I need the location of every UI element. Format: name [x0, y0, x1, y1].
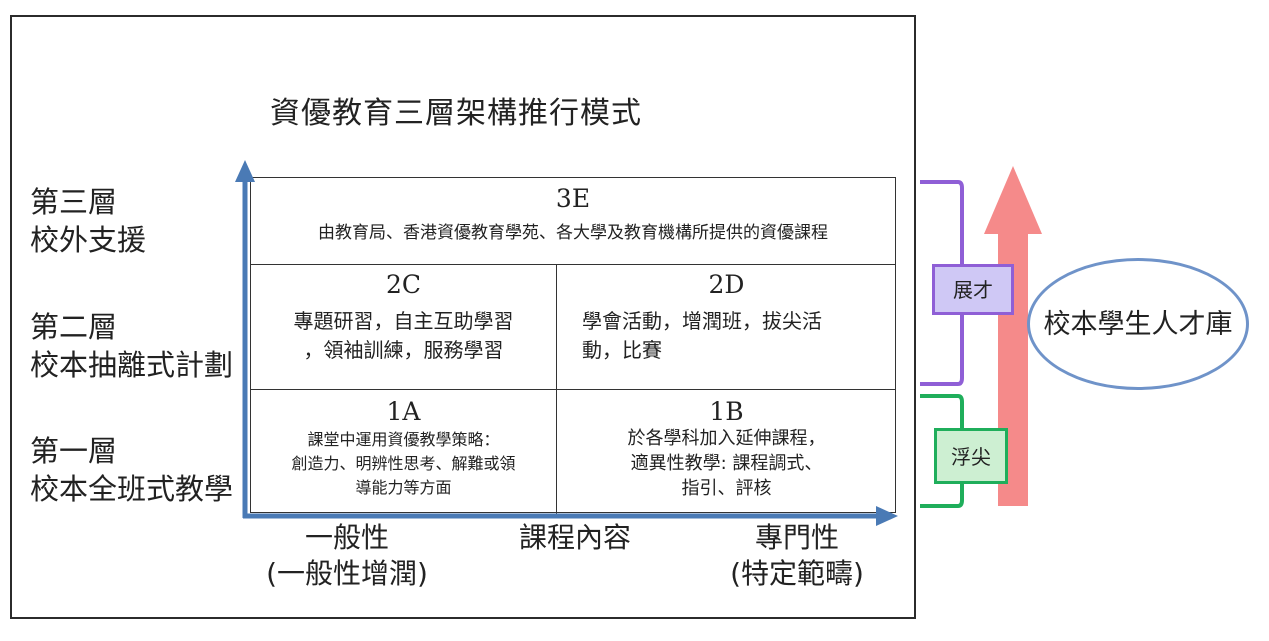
tag-lower: 浮尖: [934, 428, 1008, 484]
growth-arrow-head: [984, 166, 1042, 234]
cell-2d-line2: 動，比賽: [582, 338, 662, 362]
cell-1b-line2: 適異性教學: 課程調式、: [630, 453, 823, 474]
layer-3-name: 第三層: [30, 185, 118, 219]
layer-2-desc: 校本抽離式計劃: [30, 348, 234, 382]
x-axis-right-label: 專門性 (特定範疇): [722, 520, 872, 592]
grid-divider: [251, 264, 895, 265]
grid-divider: [251, 389, 895, 390]
x-axis-left-line1: 一般性: [304, 521, 389, 554]
cell-2c-line1: 專題研習，自主互助學習: [293, 309, 514, 333]
x-axis-left-line2: (一般性增潤): [266, 557, 428, 590]
layer-1-name: 第一層: [30, 434, 118, 468]
talent-pool-ellipse: [1027, 258, 1249, 390]
x-axis-title: 課程內容: [518, 521, 631, 554]
cell-2d-line1: 學會活動，增潤班，拔尖活: [582, 309, 822, 333]
layer-3-desc: 校外支援: [30, 223, 147, 257]
grid-divider: [556, 264, 557, 514]
diagram-frame: [10, 15, 916, 619]
layer-2-name: 第二層: [30, 310, 118, 344]
cell-1a-line1: 課堂中運用資優教學策略：: [307, 430, 500, 449]
cell-1a-code: 1A: [386, 397, 421, 426]
cell-1a: 1A 課堂中運用資優教學策略： 創造力、明辨性思考、解難或領 導能力等方面: [251, 389, 556, 514]
tier-grid: 3E 由教育局、香港資優教育學苑、各大學及教育機構所提供的資優課程 2C 專題研…: [250, 177, 897, 514]
cell-1a-line3: 導能力等方面: [355, 478, 452, 497]
x-axis-arrowhead: [876, 506, 898, 526]
layer-3-label: 第三層 校外支援: [30, 183, 146, 259]
x-axis-right-line1: 專門性: [754, 521, 839, 554]
cell-1b-line3: 指引、評核: [681, 478, 772, 499]
tag-upper: 展才: [932, 264, 1014, 315]
diagram-title: 資優教育三層架構推行模式: [270, 96, 642, 131]
cell-1b-line1: 於各學科加入延伸課程，: [627, 428, 826, 449]
cell-1a-line2: 創造力、明辨性思考、解難或領: [291, 454, 516, 473]
cell-2d: 2D 學會活動，增潤班，拔尖活 動，比賽: [556, 264, 897, 389]
cell-2d-code: 2D: [708, 270, 745, 299]
cell-2c-line2: ，領袖訓練，服務學習: [303, 338, 504, 362]
cell-3e: 3E 由教育局、香港資優教育學苑、各大學及教育機構所提供的資優課程: [251, 178, 895, 264]
layer-2-label: 第二層 校本抽離式計劃: [30, 308, 233, 384]
cell-1b: 1B 於各學科加入延伸課程， 適異性教學: 課程調式、 指引、評核: [556, 389, 897, 514]
cell-2c: 2C 專題研習，自主互助學習 ，領袖訓練，服務學習: [251, 264, 556, 389]
cell-1b-code: 1B: [709, 397, 744, 426]
layer-1-desc: 校本全班式教學: [30, 472, 234, 506]
talent-pool-label: 校本學生人才庫: [1043, 309, 1233, 340]
y-axis-arrowhead: [235, 160, 255, 182]
cell-2c-code: 2C: [385, 270, 422, 299]
x-axis-left-label: 一般性 (一般性增潤): [262, 520, 432, 592]
layer-1-label: 第一層 校本全班式教學: [30, 432, 233, 508]
cell-3e-code: 3E: [555, 184, 591, 213]
cell-3e-text: 由教育局、香港資優教育學苑、各大學及教育機構所提供的資優課程: [318, 223, 828, 243]
x-axis-right-line2: (特定範疇): [730, 557, 864, 590]
